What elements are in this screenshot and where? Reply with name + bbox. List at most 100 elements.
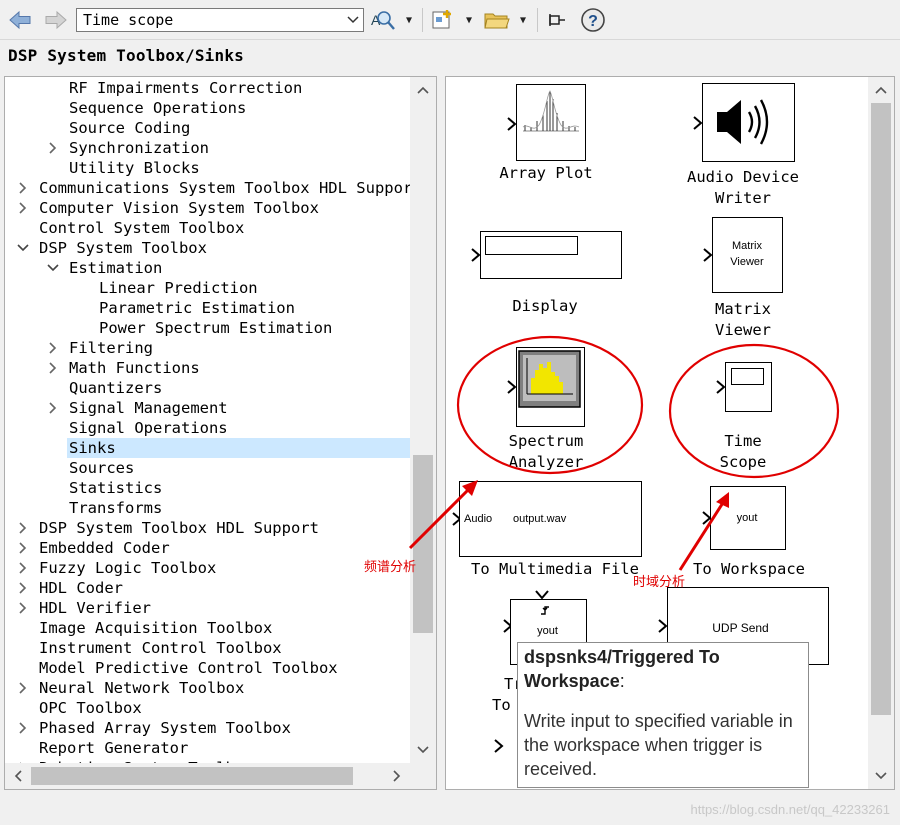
input-port-icon bbox=[471, 248, 481, 262]
tree-item[interactable]: Robotics System Toolbox bbox=[5, 758, 410, 763]
tree-item[interactable]: HDL Coder bbox=[5, 578, 410, 598]
tree-item[interactable]: Linear Prediction bbox=[5, 278, 410, 298]
chevron-right-icon[interactable] bbox=[15, 198, 31, 218]
chevron-right-icon[interactable] bbox=[15, 538, 31, 558]
chevron-right-icon[interactable] bbox=[15, 598, 31, 618]
chevron-right-icon[interactable] bbox=[45, 398, 61, 418]
chevron-right-icon[interactable] bbox=[15, 678, 31, 698]
tree-item-label: HDL Coder bbox=[39, 579, 123, 597]
tree-item-label: Phased Array System Toolbox bbox=[39, 719, 291, 737]
to-workspace-label: To Workspace bbox=[693, 560, 805, 578]
chevron-right-icon[interactable] bbox=[15, 718, 31, 738]
time-scope-label-line1: Time bbox=[724, 432, 762, 450]
tree-vertical-scroll-thumb[interactable] bbox=[413, 455, 433, 633]
tree-item[interactable]: Signal Operations bbox=[5, 418, 410, 438]
tree-item-label: Transforms bbox=[69, 499, 163, 517]
new-model-dropdown-chevron-icon[interactable]: ▼ bbox=[465, 14, 473, 26]
chevron-right-icon[interactable] bbox=[15, 178, 31, 198]
scroll-up-icon[interactable] bbox=[868, 77, 894, 103]
spectrum-analyzer-label-line2: Analyzer bbox=[508, 453, 584, 471]
tree-item[interactable]: Communications System Toolbox HDL Suppor… bbox=[5, 178, 410, 198]
scroll-up-icon[interactable] bbox=[410, 77, 436, 103]
display-readout bbox=[485, 236, 578, 255]
chevron-right-icon[interactable] bbox=[45, 358, 61, 378]
open-dropdown-chevron-icon[interactable]: ▼ bbox=[519, 14, 527, 26]
scroll-right-icon[interactable] bbox=[384, 763, 410, 789]
tree-item[interactable]: Computer Vision System Toolbox bbox=[5, 198, 410, 218]
search-value: Time scope bbox=[83, 11, 174, 29]
tree-item[interactable]: Transforms bbox=[5, 498, 410, 518]
tree-item[interactable]: DSP System Toolbox bbox=[5, 238, 410, 258]
display-icon bbox=[480, 231, 622, 279]
help-icon[interactable]: ? bbox=[579, 6, 607, 34]
speaker-icon bbox=[702, 83, 795, 162]
to-multimedia-file-label: To Multimedia File bbox=[471, 560, 639, 578]
tree-horizontal-scrollbar[interactable] bbox=[5, 763, 410, 789]
back-arrow-icon[interactable] bbox=[6, 6, 34, 34]
blocks-vertical-scrollbar[interactable] bbox=[868, 77, 894, 789]
open-folder-icon[interactable] bbox=[482, 6, 512, 34]
input-port-icon bbox=[693, 116, 703, 130]
scroll-down-icon[interactable] bbox=[410, 737, 436, 763]
tree-item[interactable]: DSP System Toolbox HDL Support bbox=[5, 518, 410, 538]
toolbar: Time scope A ▼ ▼ ▼ bbox=[0, 0, 900, 40]
tree-item[interactable]: Embedded Coder bbox=[5, 538, 410, 558]
tree-item[interactable]: Report Generator bbox=[5, 738, 410, 758]
to-multimedia-file-icon: Audio output.wav bbox=[459, 481, 642, 557]
blocks-vertical-scroll-thumb[interactable] bbox=[871, 103, 891, 715]
tree-item[interactable]: Signal Management bbox=[5, 398, 410, 418]
display-label: Display bbox=[512, 297, 578, 315]
tree-item[interactable]: Statistics bbox=[5, 478, 410, 498]
tree-item[interactable]: HDL Verifier bbox=[5, 598, 410, 618]
to-multimedia-file-port-text: Audio bbox=[464, 513, 493, 525]
tree-item[interactable]: Synchronization bbox=[5, 138, 410, 158]
chevron-right-icon[interactable] bbox=[45, 138, 61, 158]
tree-item[interactable]: Phased Array System Toolbox bbox=[5, 718, 410, 738]
tree-item[interactable]: Model Predictive Control Toolbox bbox=[5, 658, 410, 678]
tree-item[interactable]: Instrument Control Toolbox bbox=[5, 638, 410, 658]
new-model-icon[interactable] bbox=[428, 6, 458, 34]
chevron-down-icon[interactable] bbox=[15, 238, 31, 258]
tree-item[interactable]: Image Acquisition Toolbox bbox=[5, 618, 410, 638]
chevron-down-icon[interactable] bbox=[45, 258, 61, 278]
tree-vertical-scrollbar[interactable] bbox=[410, 77, 436, 763]
tree-item[interactable]: OPC Toolbox bbox=[5, 698, 410, 718]
tree-item[interactable]: Math Functions bbox=[5, 358, 410, 378]
tree-item[interactable]: Sources bbox=[5, 458, 410, 478]
tree-item[interactable]: Sinks bbox=[67, 438, 410, 458]
tree-item[interactable]: Power Spectrum Estimation bbox=[5, 318, 410, 338]
tree-item-label: Fuzzy Logic Toolbox bbox=[39, 559, 217, 577]
search-input[interactable]: Time scope bbox=[76, 8, 364, 32]
input-port-icon bbox=[703, 248, 713, 262]
tree-item[interactable]: Utility Blocks bbox=[5, 158, 410, 178]
tree-item[interactable]: Control System Toolbox bbox=[5, 218, 410, 238]
tree-item[interactable]: Fuzzy Logic Toolbox bbox=[5, 558, 410, 578]
tree-item-label: Utility Blocks bbox=[69, 159, 200, 177]
tree-horizontal-scroll-thumb[interactable] bbox=[31, 767, 353, 785]
tree-item[interactable]: Source Coding bbox=[5, 118, 410, 138]
scroll-left-icon[interactable] bbox=[5, 763, 31, 789]
tree-item[interactable]: Filtering bbox=[5, 338, 410, 358]
chevron-right-icon[interactable] bbox=[15, 558, 31, 578]
chevron-right-icon[interactable] bbox=[15, 518, 31, 538]
pin-icon[interactable] bbox=[544, 6, 568, 34]
tree-item-label: Estimation bbox=[69, 259, 163, 277]
tree-item[interactable]: Neural Network Toolbox bbox=[5, 678, 410, 698]
tree-item-label: Math Functions bbox=[69, 359, 200, 377]
spectrum-analyzer-icon bbox=[516, 347, 585, 427]
find-block-icon[interactable]: A bbox=[368, 6, 398, 34]
find-dropdown-chevron-icon[interactable]: ▼ bbox=[405, 14, 413, 26]
matrix-viewer-icon-text-1: Matrix bbox=[732, 240, 762, 252]
scroll-down-icon[interactable] bbox=[868, 763, 894, 789]
forward-arrow-icon[interactable] bbox=[42, 6, 70, 34]
chevron-right-icon[interactable] bbox=[15, 578, 31, 598]
tree-item[interactable]: Sequence Operations bbox=[5, 98, 410, 118]
tree-item[interactable]: Quantizers bbox=[5, 378, 410, 398]
tree-item[interactable]: Estimation bbox=[5, 258, 410, 278]
tree-item[interactable]: RF Impairments Correction bbox=[5, 78, 410, 98]
chevron-right-icon[interactable] bbox=[45, 338, 61, 358]
tree-item[interactable]: Parametric Estimation bbox=[5, 298, 410, 318]
tree-item-label: DSP System Toolbox HDL Support bbox=[39, 519, 319, 537]
tree-item-label: Embedded Coder bbox=[39, 539, 170, 557]
search-dropdown-chevron-icon[interactable] bbox=[346, 11, 360, 33]
